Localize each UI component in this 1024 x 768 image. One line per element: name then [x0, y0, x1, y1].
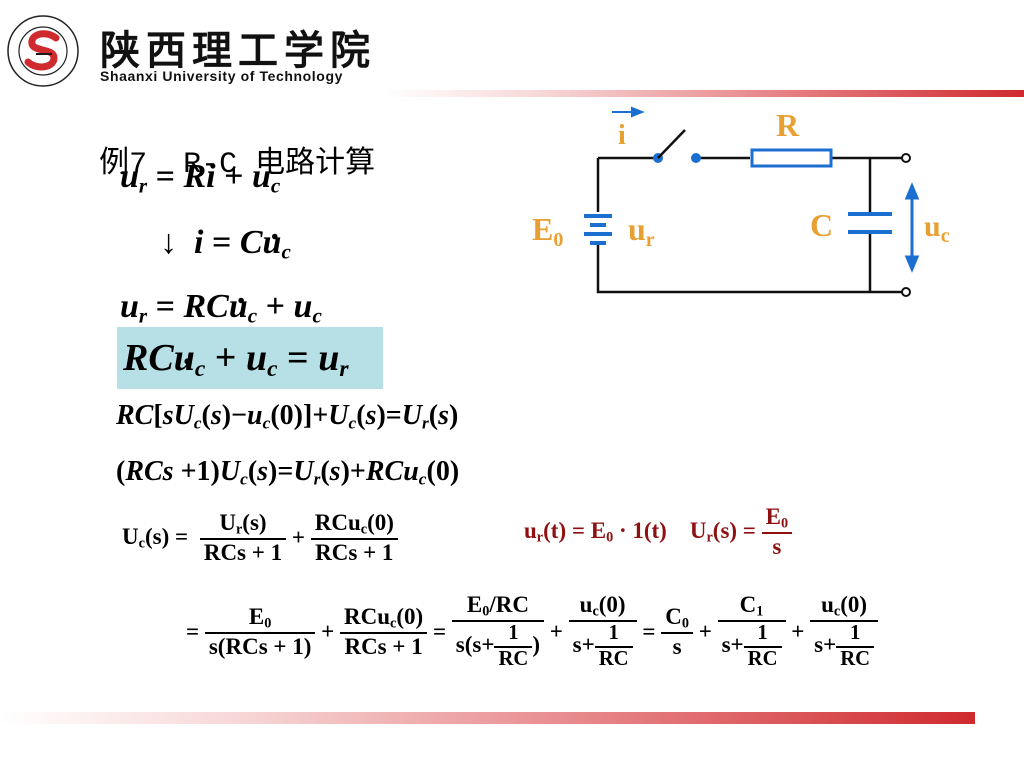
uc-arrow-icon [904, 182, 920, 273]
equation-2: ↓ i = Cu.c [160, 210, 291, 264]
header-divider [385, 90, 1024, 97]
rc-circuit-diagram: i R E0 ur C uc [532, 106, 950, 297]
capacitor-icon [848, 212, 892, 234]
slide-title: 例7 R-C 电路计算 [80, 102, 375, 182]
university-name-en: Shaanxi University of Technology [100, 68, 343, 84]
university-name-cn: 陕西理工学院 [100, 27, 376, 74]
footer-divider [0, 712, 975, 724]
switch-icon [653, 129, 701, 163]
highlighted-equation: RCu.c + uc = ur [117, 327, 383, 389]
slide-title-text: 例7 R-C 电路计算 [99, 148, 376, 182]
capacitor-label: C [810, 207, 833, 243]
uc-label: uc [924, 210, 950, 247]
equation-laplace-1: RC[sUc(s)−uc(0)]+Uc(s)=Ur(s) [116, 400, 459, 433]
ur-label: ur [628, 211, 655, 251]
terminal-icons [901, 153, 911, 297]
voltage-source-icon [584, 214, 612, 245]
equation-laplace-2: (RCs +1)Uc(s)=Ur(s)+RCuc(0) [116, 456, 460, 489]
university-logo [7, 15, 79, 87]
current-arrow-icon [612, 106, 645, 118]
down-arrow-icon: ↓ [160, 224, 177, 261]
current-label: i [618, 120, 626, 151]
circuit-wires [596, 156, 903, 294]
equation-3: ur = RCu.c + uc [120, 274, 322, 328]
resistor-icon [750, 148, 833, 168]
equation-1: ur = Ri + uc [120, 158, 281, 198]
resistor-label: R [776, 107, 800, 143]
equation-uc-s: Uc(s) = Ur(s)RCs + 1 + RCuc(0)RCs + 1 [122, 510, 398, 566]
header: 陕西理工学院 Shaanxi University of Technology [0, 0, 1024, 98]
source-label: E0 [532, 211, 563, 251]
